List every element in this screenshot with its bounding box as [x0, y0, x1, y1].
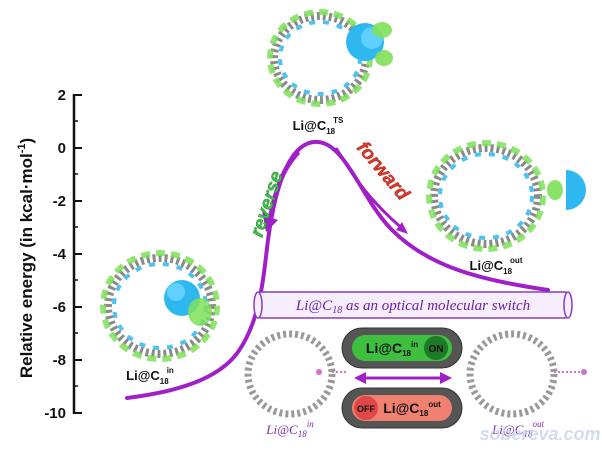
ring-out: [466, 330, 587, 418]
ring-in: [244, 330, 346, 418]
label-ring-out: Li@C18out: [491, 419, 544, 439]
y-axis-ticks: [74, 94, 82, 414]
double-arrow-icon: [354, 372, 452, 384]
switch-on-pill: [341, 327, 463, 369]
label-in: Li@C18in: [126, 366, 174, 386]
molecule-out: [426, 140, 586, 252]
forward-label: forward: [352, 138, 413, 205]
switch-off-pill: [341, 387, 463, 429]
banner-text: Li@C18 as an optical molecular switch: [295, 298, 530, 316]
molecule-in: [100, 250, 220, 362]
reverse-label: reverse: [247, 168, 288, 239]
reverse-arrow-line: [266, 146, 302, 227]
switch-off-label: Li@C18out: [383, 400, 441, 418]
y-tick-label: -8: [53, 352, 66, 369]
switch-on-label: Li@C18in: [366, 340, 418, 358]
y-axis-label: Relative energy (in kcal·mol-1): [16, 138, 36, 378]
forward-arrow-line: [334, 147, 405, 232]
off-state-label: OFF: [357, 404, 375, 414]
y-tick-label: -10: [44, 405, 66, 422]
label-out: Li@C18out: [470, 256, 523, 276]
y-tick-label: -4: [53, 246, 67, 263]
forward-arrowhead-icon: [396, 222, 408, 234]
watermark: sobereva.com: [479, 424, 600, 444]
on-state-label: ON: [429, 344, 444, 355]
molecule-ts: [267, 9, 393, 107]
y-tick-label: -2: [53, 193, 66, 210]
y-tick-label: 2: [58, 87, 66, 104]
label-ring-in: Li@C18in: [265, 419, 314, 439]
switch-banner: [253, 291, 573, 319]
y-tick-label: -6: [53, 299, 66, 316]
y-tick-label: 0: [58, 140, 66, 157]
label-ts: Li@C18TS: [293, 116, 344, 136]
